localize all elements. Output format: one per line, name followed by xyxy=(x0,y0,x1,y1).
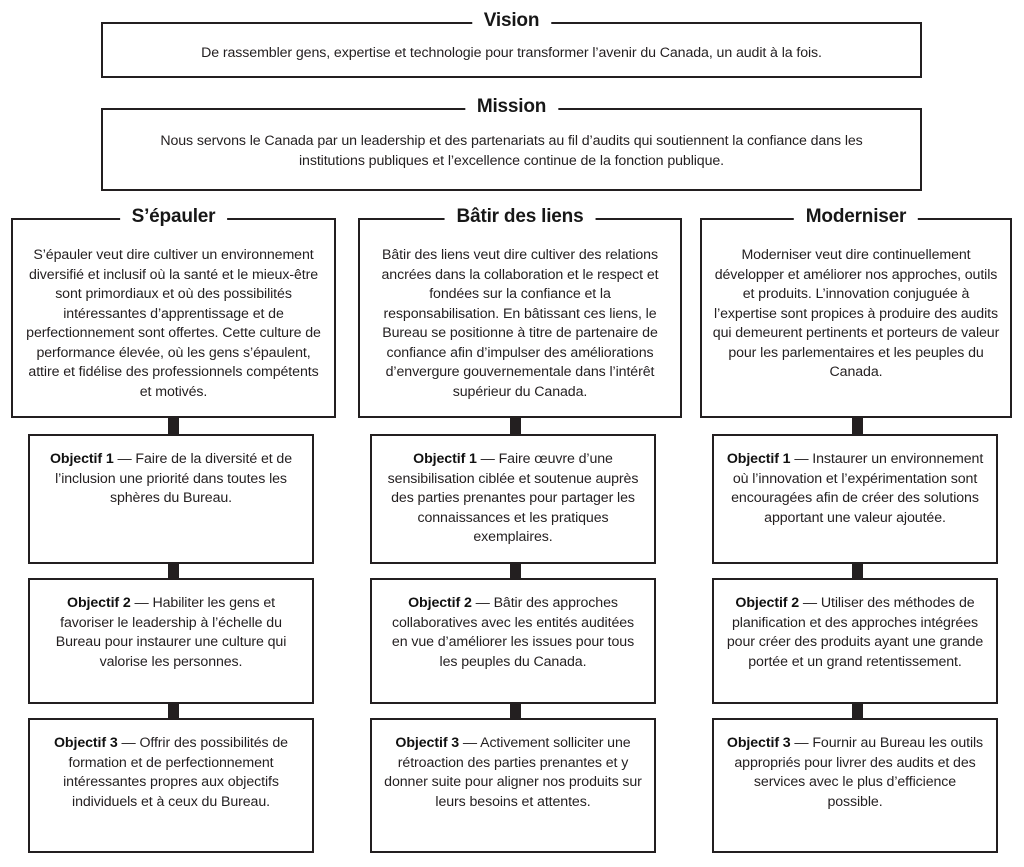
objective-text: Objectif 2 — Habiliter les gens et favor… xyxy=(30,580,312,672)
objective-box: Objectif 3 — Fournir au Bureau les outil… xyxy=(712,718,998,853)
objective-label: Objectif 3 xyxy=(726,735,791,751)
objective-label: Objectif 3 xyxy=(395,735,460,751)
objective-body: Fournir au Bureau les outils appropriés … xyxy=(734,735,984,810)
objective-text: Objectif 1 — Faire de la diversité et de… xyxy=(30,436,312,509)
objective-dash: — xyxy=(790,451,813,467)
objective-dash: — xyxy=(459,735,481,751)
objective-body: Bâtir des approches collaboratives avec … xyxy=(391,595,635,670)
objective-box: Objectif 1 — Instaurer un environnement … xyxy=(712,434,998,564)
pillar-text: Bâtir des liens veut dire cultiver des r… xyxy=(381,247,659,400)
connector-bar xyxy=(168,416,179,436)
objective-box: Objectif 2 — Bâtir des approches collabo… xyxy=(370,578,656,704)
vision-text: De rassembler gens, expertise et technol… xyxy=(201,45,822,61)
objective-label: Objectif 1 xyxy=(726,451,791,467)
objective-box: Objectif 1 — Faire œuvre d’une sensibili… xyxy=(370,434,656,564)
objective-dash: — xyxy=(471,595,494,611)
objective-body: Offrir des possibilités de formation et … xyxy=(63,735,288,810)
objective-dash: — xyxy=(476,451,499,467)
connector-bar xyxy=(852,562,863,580)
objective-text: Objectif 2 — Utiliser des méthodes de pl… xyxy=(714,580,996,672)
pillar-box-sepauler: S’épauler S’épauler veut dire cultiver u… xyxy=(11,206,336,418)
objective-dash: — xyxy=(799,595,821,611)
pillar-title: Bâtir des liens xyxy=(444,206,596,228)
pillar-box-batir-des-liens: Bâtir des liens Bâtir des liens veut dir… xyxy=(358,206,682,418)
pillar-text: Moderniser veut dire continuellement dév… xyxy=(712,247,1000,380)
pillar-box-moderniser: Moderniser Moderniser veut dire continue… xyxy=(700,206,1012,418)
connector-bar xyxy=(852,702,863,720)
objective-label: Objectif 2 xyxy=(67,595,131,611)
pillar-title: S’épauler xyxy=(119,206,228,228)
pillar-title: Moderniser xyxy=(793,206,919,228)
pillar-text: S’épauler veut dire cultiver un environn… xyxy=(26,247,321,400)
objective-body: Faire œuvre d’une sensibilisation ciblée… xyxy=(387,451,639,545)
objective-box: Objectif 3 — Offrir des possibilités de … xyxy=(28,718,314,853)
connector-bar xyxy=(168,702,179,720)
connector-bar xyxy=(510,416,521,436)
objective-label: Objectif 1 xyxy=(413,451,477,467)
objective-text: Objectif 3 — Activement solliciter une r… xyxy=(372,720,654,812)
objective-box: Objectif 2 — Utiliser des méthodes de pl… xyxy=(712,578,998,704)
objective-label: Objectif 3 xyxy=(54,735,118,751)
objective-text: Objectif 1 — Faire œuvre d’une sensibili… xyxy=(372,436,654,548)
objective-body: Activement solliciter une rétroaction de… xyxy=(384,735,642,810)
objective-text: Objectif 1 — Instaurer un environnement … xyxy=(714,436,996,528)
objective-body: Instaurer un environnement où l’innovati… xyxy=(731,451,984,526)
objective-label: Objectif 1 xyxy=(49,451,114,467)
vision-box: Vision De rassembler gens, expertise et … xyxy=(101,10,922,78)
objective-dash: — xyxy=(790,735,813,751)
objective-body: Habiliter les gens et favoriser le leade… xyxy=(55,595,287,670)
objective-text: Objectif 3 — Fournir au Bureau les outil… xyxy=(714,720,996,812)
objective-box: Objectif 2 — Habiliter les gens et favor… xyxy=(28,578,314,704)
objective-text: Objectif 3 — Offrir des possibilités de … xyxy=(30,720,312,812)
objective-body: Faire de la diversité et de l’inclusion … xyxy=(55,451,293,506)
objective-dash: — xyxy=(130,595,153,611)
connector-bar xyxy=(168,562,179,580)
objective-label: Objectif 2 xyxy=(735,595,800,611)
objective-dash: — xyxy=(117,735,140,751)
mission-box: Mission Nous servons le Canada par un le… xyxy=(101,96,922,191)
objective-box: Objectif 1 — Faire de la diversité et de… xyxy=(28,434,314,564)
vision-title: Vision xyxy=(471,10,552,32)
objective-text: Objectif 2 — Bâtir des approches collabo… xyxy=(372,580,654,672)
mission-text: Nous servons le Canada par un leadership… xyxy=(160,133,863,169)
connector-bar xyxy=(510,702,521,720)
objective-box: Objectif 3 — Activement solliciter une r… xyxy=(370,718,656,853)
connector-bar xyxy=(510,562,521,580)
objective-body: Utiliser des méthodes de planification e… xyxy=(726,595,984,670)
mission-title: Mission xyxy=(464,96,559,118)
connector-bar xyxy=(852,416,863,436)
objective-dash: — xyxy=(113,451,136,467)
objective-label: Objectif 2 xyxy=(408,595,472,611)
